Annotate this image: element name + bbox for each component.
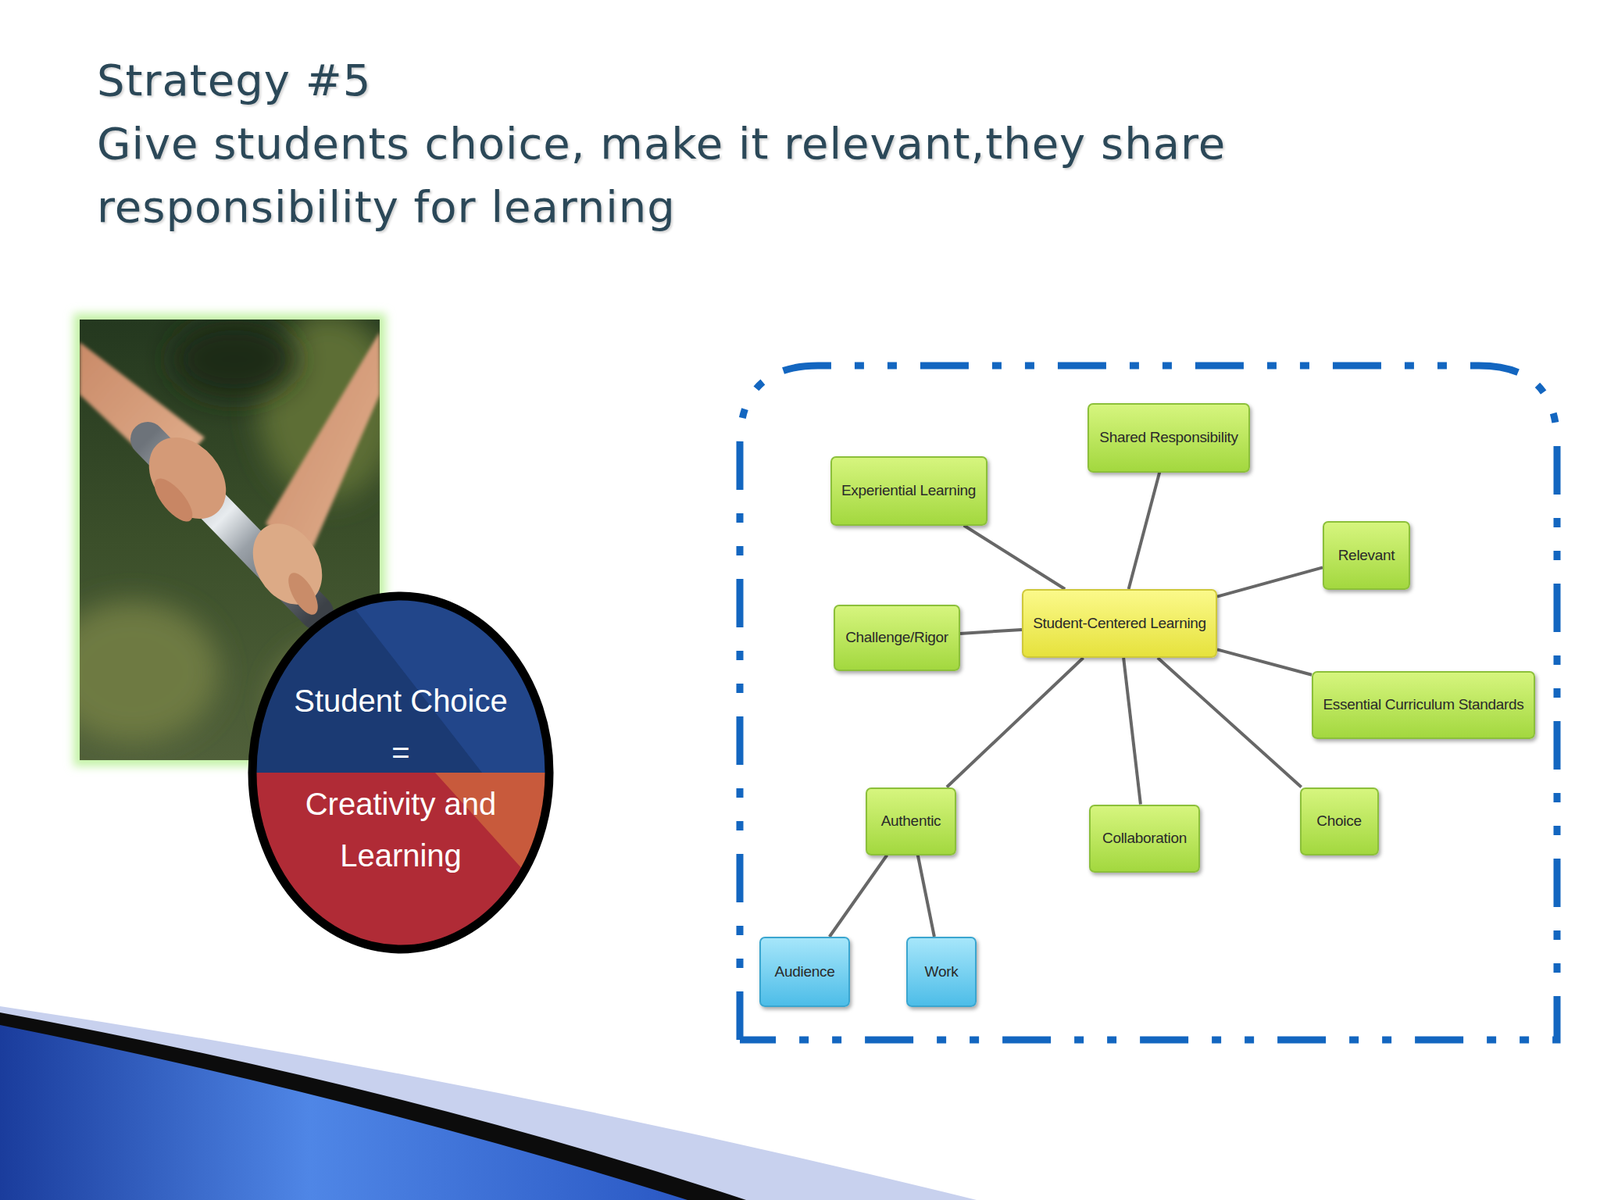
swoosh-dark xyxy=(0,1012,747,1200)
connector-line xyxy=(1128,472,1161,590)
circle-text: = xyxy=(391,726,410,779)
concept-box: Essential Curriculum Standards xyxy=(1311,671,1536,740)
box-label: Audience xyxy=(775,963,836,981)
circle-text: Student Choice xyxy=(293,675,508,727)
concept-box: Shared Responsibility xyxy=(1087,403,1250,473)
connector-line xyxy=(1217,649,1312,675)
concept-box: Collaboration xyxy=(1089,804,1200,873)
box-label: Collaboration xyxy=(1102,829,1187,847)
slide-title: Strategy #5 xyxy=(96,48,372,112)
right-thumb xyxy=(282,568,325,620)
box-label: Essential Curriculum Standards xyxy=(1322,696,1524,714)
right-hand xyxy=(239,510,336,617)
concept-box: Experiential Learning xyxy=(830,456,988,526)
connector-line xyxy=(917,855,935,938)
left-thumb xyxy=(147,472,199,528)
connector-line xyxy=(829,855,888,938)
dashed-frame xyxy=(739,365,1558,1040)
slide-subtitle: Give students choice, make it relevant,t… xyxy=(96,111,1441,239)
box-label: Authentic xyxy=(881,812,942,830)
choice-circle: Student Choice=Creativity and Learning xyxy=(247,591,554,954)
circle-fill xyxy=(247,591,554,954)
swoosh-blue xyxy=(0,1025,688,1200)
connector-line xyxy=(960,629,1022,634)
concept-box: Authentic xyxy=(865,787,957,856)
photo-foliage xyxy=(79,601,219,743)
box-label: Choice xyxy=(1316,812,1361,830)
concept-box: Choice xyxy=(1300,787,1379,856)
circle-bottom xyxy=(247,772,554,954)
circle-text-area: Student Choice=Creativity and Learning xyxy=(247,591,554,954)
box-label: Work xyxy=(925,963,959,981)
circle-text: Creativity and Learning xyxy=(283,778,518,882)
connector-line xyxy=(1123,657,1141,805)
corner-swoosh xyxy=(0,1006,977,1200)
swoosh-light xyxy=(0,1006,977,1200)
photo-foliage xyxy=(171,320,297,399)
box-label: Relevant xyxy=(1338,546,1396,565)
concept-box: Work xyxy=(906,936,977,1008)
central-concept-box: Student-Centered Learning xyxy=(1021,589,1218,658)
circle-top-shade xyxy=(341,591,554,773)
box-label: Experiential Learning xyxy=(841,482,976,500)
concept-box: Audience xyxy=(759,936,850,1008)
connector-line xyxy=(1217,567,1323,597)
concept-box: Relevant xyxy=(1322,521,1411,590)
box-label: Challenge/Rigor xyxy=(845,628,949,647)
left-hand xyxy=(133,422,243,535)
concept-box: Challenge/Rigor xyxy=(833,604,961,672)
circle-outline xyxy=(247,591,554,954)
circle-border xyxy=(252,596,550,950)
connector-line xyxy=(946,657,1084,788)
box-label: Student-Centered Learning xyxy=(1032,614,1207,633)
connector-line xyxy=(1157,657,1302,788)
box-label: Shared Responsibility xyxy=(1099,428,1238,447)
connector-line xyxy=(964,525,1065,590)
